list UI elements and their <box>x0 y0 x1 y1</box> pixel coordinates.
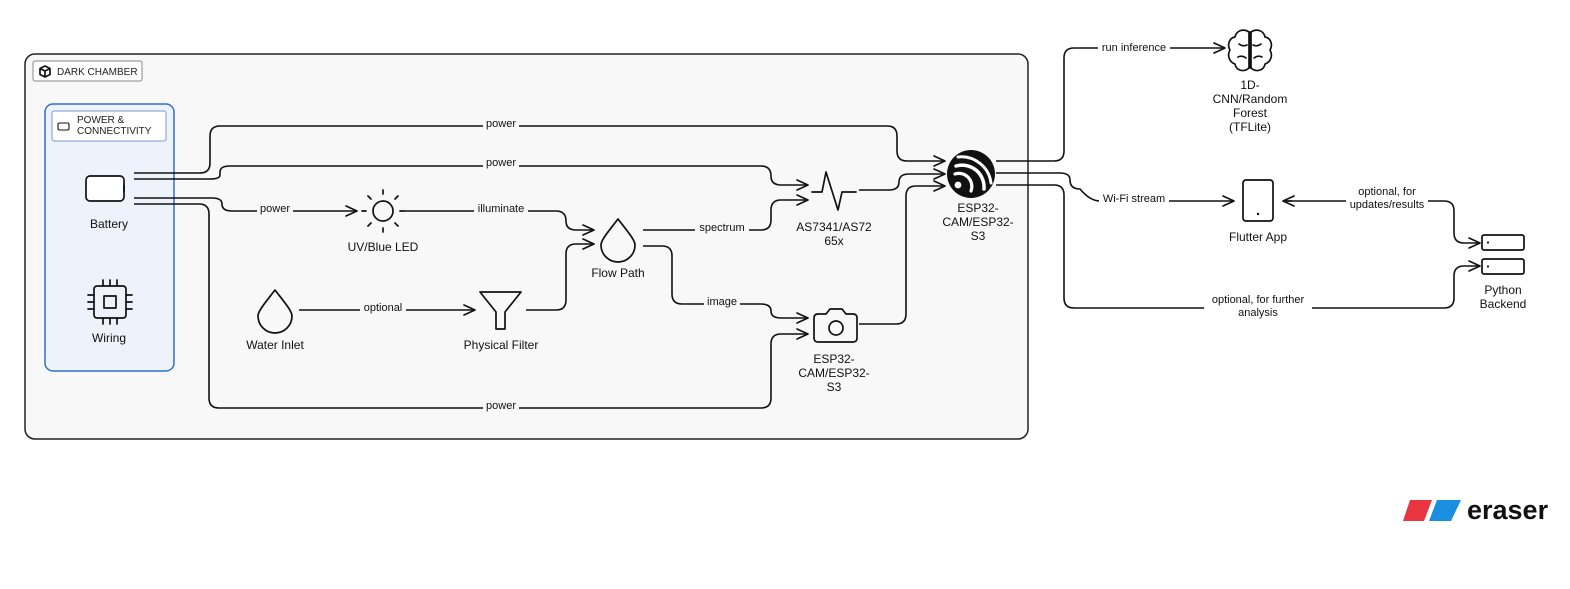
edge-wifi-stream <box>996 172 1235 207</box>
label-power-top: power <box>486 118 516 130</box>
python-backend-label-1: Python <box>1484 283 1521 297</box>
label-power-sensor: power <box>486 157 516 169</box>
label-run-inference: run inference <box>1102 42 1166 54</box>
sensor-label-1: AS7341/AS72 <box>796 220 872 234</box>
label-wifi-stream: Wi-Fi stream <box>1103 193 1165 205</box>
node-python-backend[interactable]: Python Backend <box>1480 234 1527 311</box>
mcu-label-1: ESP32- <box>957 201 998 215</box>
uv-led-label: UV/Blue LED <box>348 240 419 254</box>
node-mcu[interactable]: ESP32- CAM/ESP32- S3 <box>942 150 1014 243</box>
camera-label-1: ESP32- <box>813 352 854 366</box>
mobile-icon <box>1242 179 1274 222</box>
node-spectral-sensor[interactable]: AS7341/AS72 65x <box>796 171 872 248</box>
eraser-logo-mark-blue <box>1429 500 1461 521</box>
eraser-wordmark: eraser <box>1467 495 1549 525</box>
box-icon <box>39 65 51 78</box>
camera-label-3: S3 <box>827 380 842 394</box>
edge-camera-mcu <box>859 180 946 325</box>
label-spectrum: spectrum <box>699 222 744 234</box>
eraser-logo: eraser <box>1403 495 1549 525</box>
group-dark-chamber: DARK CHAMBER <box>24 53 1029 440</box>
sensor-label-2: 65x <box>824 234 843 248</box>
node-wiring[interactable]: Wiring <box>87 279 133 345</box>
node-physical-filter[interactable]: Physical Filter <box>464 291 539 352</box>
label-further-2: analysis <box>1238 307 1278 319</box>
edge-image <box>643 245 809 324</box>
edge-illuminate <box>404 210 595 236</box>
mcu-label-2: CAM/ESP32- <box>942 215 1013 229</box>
espressif-icon <box>947 150 995 198</box>
battery-label: Battery <box>90 217 128 231</box>
battery-small-icon <box>57 122 70 131</box>
edge-labels: power power power power illuminate optio… <box>257 41 1428 412</box>
node-model[interactable]: 1D- CNN/Random Forest (TFLite) <box>1213 29 1288 134</box>
brain-icon <box>1227 29 1273 72</box>
model-label-4: (TFLite) <box>1229 120 1271 134</box>
group-power-connectivity: POWER & CONNECTIVITY <box>44 103 175 372</box>
eraser-logo-mark-red <box>1403 500 1432 521</box>
camera-label-2: CAM/ESP32- <box>798 366 869 380</box>
model-label-3: Forest <box>1233 106 1268 120</box>
node-camera[interactable]: ESP32- CAM/ESP32- S3 <box>798 308 870 394</box>
edge-updates-results <box>1284 200 1481 249</box>
water-drop-icon <box>600 218 636 263</box>
camera-icon <box>813 308 858 343</box>
node-water-inlet[interactable]: Water Inlet <box>246 289 304 352</box>
label-power-led: power <box>260 203 290 215</box>
water-drop-icon <box>257 289 293 334</box>
node-flutter-app[interactable]: Flutter App <box>1229 179 1287 244</box>
water-inlet-label: Water Inlet <box>246 338 304 352</box>
label-illuminate: illuminate <box>478 203 524 215</box>
model-label-2: CNN/Random <box>1213 92 1288 106</box>
label-power-camera: power <box>486 400 516 412</box>
flow-path-label: Flow Path <box>591 266 644 280</box>
edge-filter-flow <box>526 238 595 311</box>
server-icon <box>1481 234 1525 275</box>
python-backend-label-2: Backend <box>1480 297 1527 311</box>
battery-icon <box>85 175 125 202</box>
node-flow-path[interactable]: Flow Path <box>591 218 645 280</box>
sun-icon <box>361 189 405 233</box>
model-label-1: 1D- <box>1240 78 1259 92</box>
waveform-icon <box>811 171 857 211</box>
edge-run-inference <box>996 42 1226 162</box>
wiring-label: Wiring <box>92 331 126 345</box>
dark-chamber-label: DARK CHAMBER <box>57 67 138 78</box>
power-connectivity-label-1: POWER & <box>77 115 125 126</box>
edge-sensor-mcu <box>859 168 946 191</box>
funnel-icon <box>479 291 522 330</box>
edge-power-led <box>134 197 358 217</box>
physical-filter-label: Physical Filter <box>464 338 539 352</box>
label-further-1: optional, for further <box>1212 294 1305 306</box>
chip-icon <box>87 279 133 325</box>
label-optional: optional <box>364 302 403 314</box>
label-updates-1: optional, for <box>1358 186 1416 198</box>
edge-spectrum <box>643 194 809 231</box>
edge-power-sensor <box>134 165 809 191</box>
power-connectivity-label-2: CONNECTIVITY <box>77 126 152 137</box>
node-uv-led[interactable]: UV/Blue LED <box>348 189 419 254</box>
node-battery[interactable]: Battery <box>85 175 128 231</box>
flutter-app-label: Flutter App <box>1229 230 1287 244</box>
label-image: image <box>707 296 737 308</box>
edge-power-top <box>134 125 946 174</box>
label-updates-2: updates/results <box>1350 199 1425 211</box>
mcu-label-3: S3 <box>971 229 986 243</box>
